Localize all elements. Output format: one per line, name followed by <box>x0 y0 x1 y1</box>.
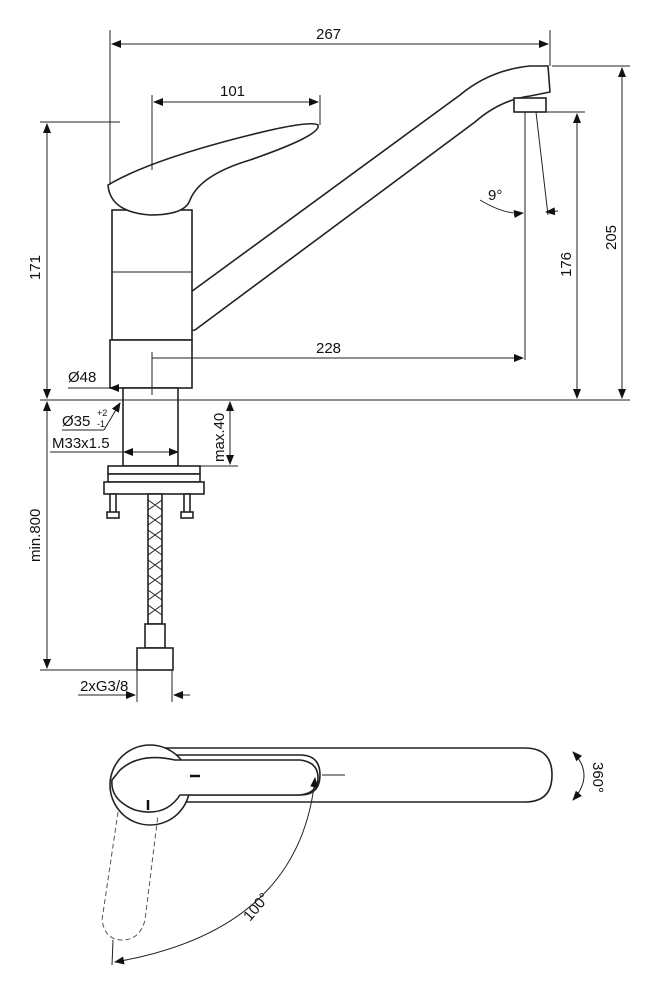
hose-nut <box>136 647 174 671</box>
tap-body <box>111 209 193 341</box>
aerator <box>513 97 547 113</box>
base-ring <box>109 339 193 389</box>
label-101: 101 <box>220 83 245 100</box>
label-d35: Ø35 <box>62 413 90 430</box>
label-d48: Ø48 <box>68 369 96 386</box>
label-205: 205 <box>603 225 620 250</box>
label-176: 176 <box>558 252 575 277</box>
tap-side-view <box>103 65 551 671</box>
braided-hose <box>147 493 163 625</box>
label-228: 228 <box>316 340 341 357</box>
label-min800: min.800 <box>27 509 44 562</box>
label-360deg: 360° <box>589 762 606 793</box>
label-267: 267 <box>316 26 341 43</box>
lever-alt-position <box>101 811 159 941</box>
label-tol-plus: +2 <box>97 408 107 418</box>
fixing-plate <box>103 481 205 495</box>
lever <box>107 122 319 216</box>
label-connection: 2xG3/8 <box>80 678 128 695</box>
label-100deg: 100° <box>240 890 273 925</box>
label-max40: max.40 <box>211 413 228 462</box>
tap-top-view <box>101 744 585 966</box>
dimension-labels: 267 101 171 9° 205 176 228 Ø48 Ø35 +2 -1… <box>27 26 620 925</box>
label-9deg: 9° <box>488 187 502 204</box>
dimension-lines <box>40 30 630 702</box>
label-171: 171 <box>27 255 44 280</box>
label-tol-minus: -1 <box>97 419 105 429</box>
label-thread: M33x1.5 <box>52 435 110 452</box>
